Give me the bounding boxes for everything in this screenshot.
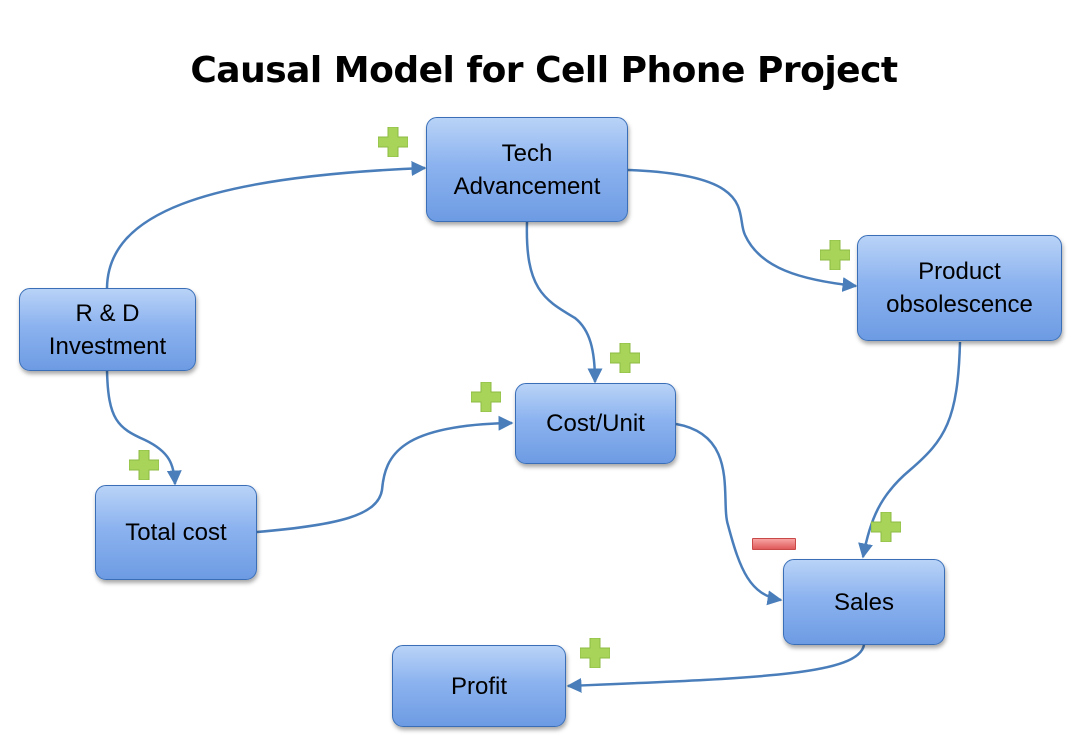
plus-sign-icon [377, 126, 409, 162]
diagram-title: Causal Model for Cell Phone Project [190, 50, 898, 91]
link-rd-to-total-cost [105, 369, 182, 486]
node-sales: Sales [783, 559, 945, 645]
node-tech-advancement: Tech Advancement [426, 117, 628, 222]
link-sales-to-profit [566, 644, 866, 693]
plus-sign-icon [870, 511, 902, 547]
plus-sign-icon [819, 239, 851, 275]
link-tech-to-cost-unit [525, 221, 603, 384]
plus-sign-icon [470, 381, 502, 417]
link-rd-to-tech [105, 161, 427, 289]
plus-sign-icon [128, 449, 160, 485]
minus-sign-icon [752, 538, 796, 550]
node-profit: Profit [392, 645, 566, 727]
node-product-obsolescence: Product obsolescence [857, 235, 1062, 341]
plus-sign-icon [609, 342, 641, 378]
node-rd-investment: R & D Investment [19, 288, 196, 371]
link-tech-to-obsolescence [627, 168, 858, 293]
minus-bar [752, 538, 796, 550]
node-total-cost: Total cost [95, 485, 257, 580]
link-cost-unit-to-sales [675, 422, 783, 606]
node-cost-unit: Cost/Unit [515, 383, 676, 464]
plus-sign-icon [579, 637, 611, 673]
link-total-cost-to-cost-unit [256, 415, 514, 534]
